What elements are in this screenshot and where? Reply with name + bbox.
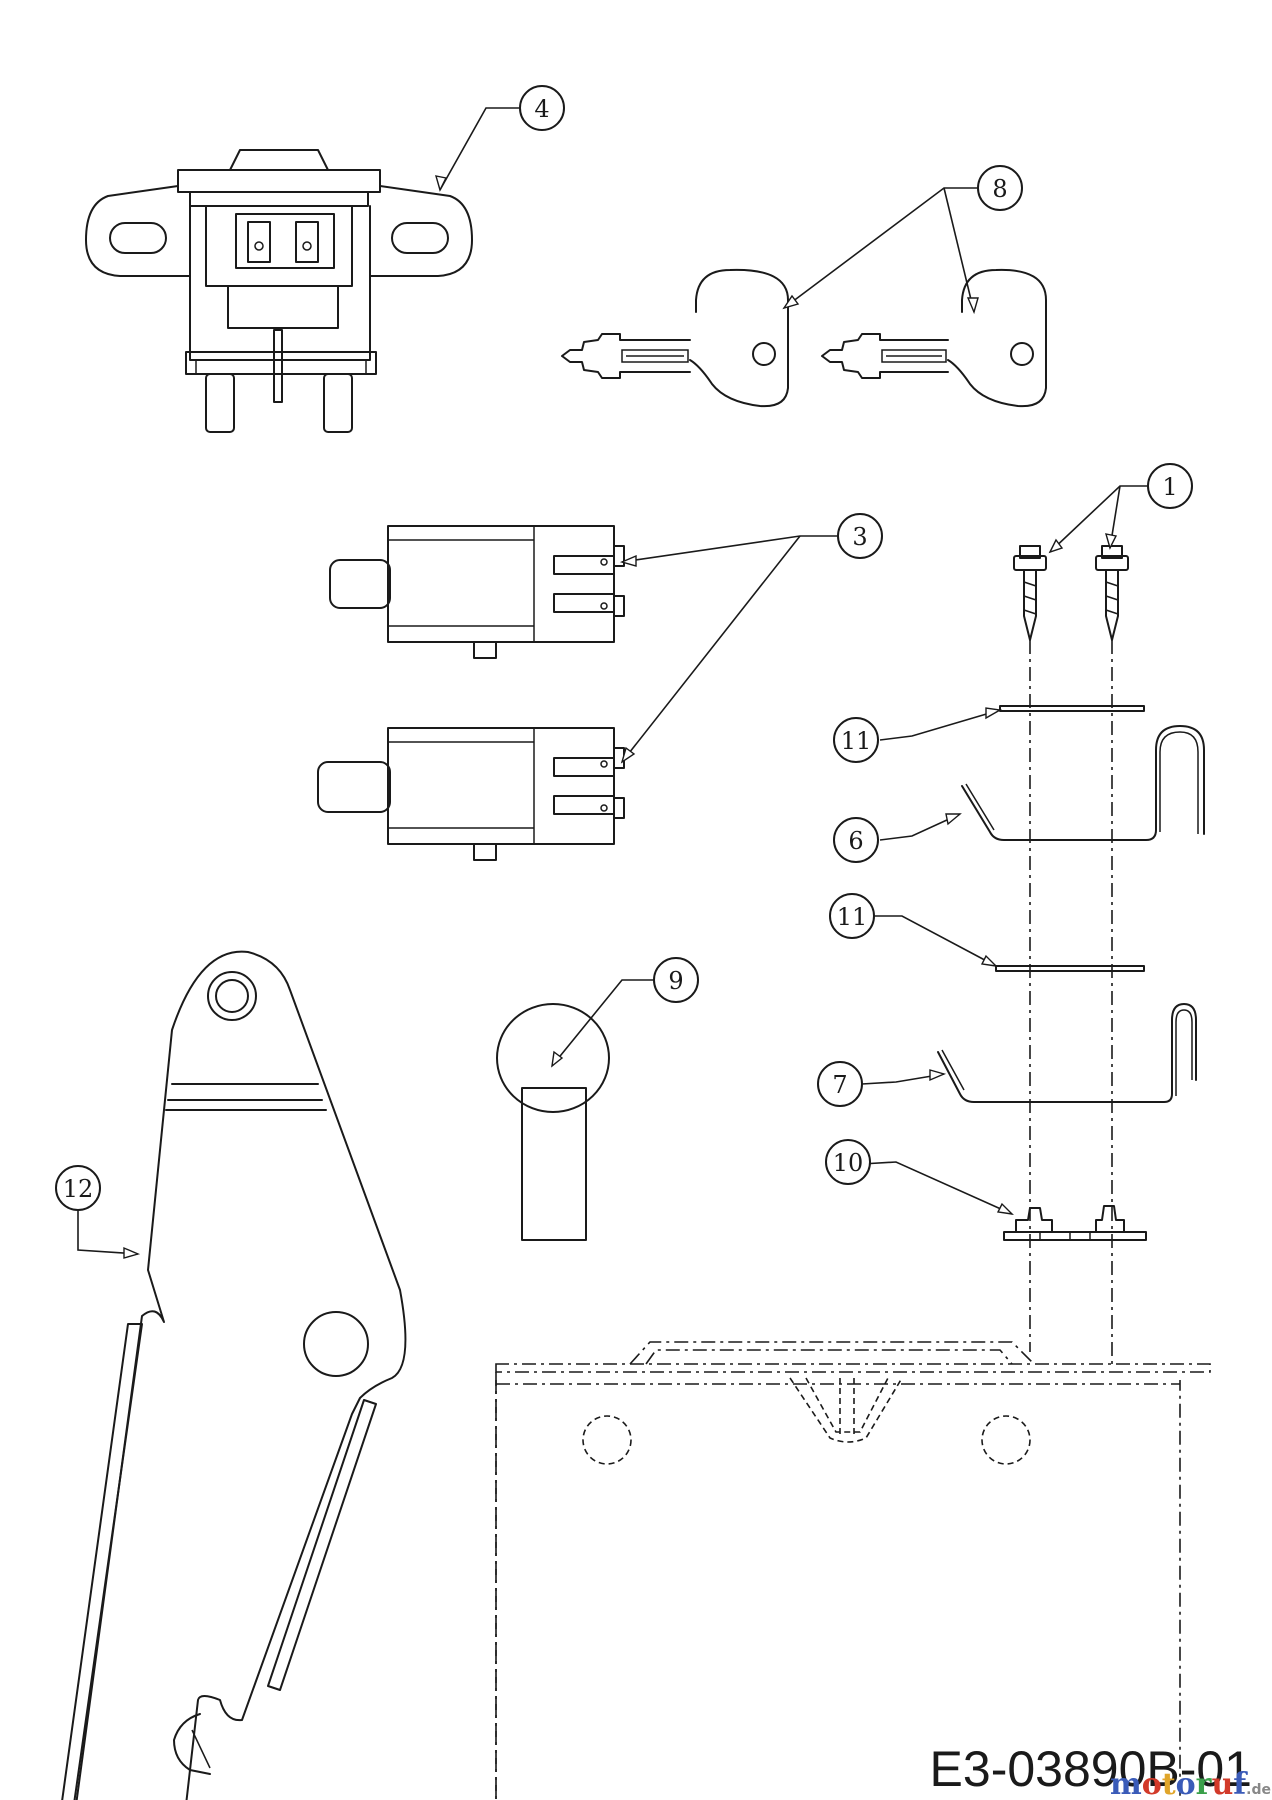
plunger-switch-lower xyxy=(317,727,625,861)
washer-upper xyxy=(999,705,1145,712)
callout-3-label: 3 xyxy=(852,523,867,551)
callout-4: 4 xyxy=(519,85,565,131)
callout-1-label: 1 xyxy=(1162,473,1177,501)
callout-11-lower-label: 11 xyxy=(837,903,868,931)
callout-11-lower: 11 xyxy=(829,893,875,939)
callout-12: 12 xyxy=(55,1165,101,1211)
callout-6: 6 xyxy=(833,817,879,863)
callout-8-label: 8 xyxy=(992,175,1007,203)
spring-bracket-lower xyxy=(937,1003,1197,1103)
dashboard-panel xyxy=(495,1341,1211,1800)
callout-8: 8 xyxy=(977,165,1023,211)
screw-left xyxy=(1013,545,1047,641)
key-right xyxy=(821,268,1047,408)
callout-7-label: 7 xyxy=(832,1071,847,1099)
callout-1: 1 xyxy=(1147,463,1193,509)
callout-11-upper-label: 11 xyxy=(841,727,872,755)
knob-part xyxy=(496,1003,610,1241)
callout-3: 3 xyxy=(837,513,883,559)
watermark-logo: motoruf.de xyxy=(1110,1767,1271,1800)
drawing-code: E3-03890B-01 xyxy=(930,1741,1252,1797)
clip-plate-part xyxy=(1003,1205,1147,1241)
callout-6-label: 6 xyxy=(848,827,863,855)
ignition-keys-part xyxy=(561,268,1047,408)
callout-11-upper: 11 xyxy=(833,717,879,763)
plunger-switch-upper xyxy=(329,525,625,659)
callout-10: 10 xyxy=(825,1139,871,1185)
callout-9-label: 9 xyxy=(668,967,683,995)
lever-part xyxy=(61,950,407,1800)
key-left xyxy=(561,268,789,408)
watermark-suffix: .de xyxy=(1246,1782,1271,1798)
watermark-text: motoruf.de xyxy=(1110,1767,1271,1800)
callout-4-label: 4 xyxy=(534,95,549,123)
callout-10-label: 10 xyxy=(833,1149,864,1177)
washer-lower xyxy=(995,965,1145,972)
ignition-switch-part xyxy=(85,149,473,433)
callout-12-label: 12 xyxy=(63,1175,94,1203)
callout-9: 9 xyxy=(653,957,699,1003)
screw-pair-part xyxy=(1013,545,1129,641)
spring-bracket-upper xyxy=(961,725,1205,841)
callout-7: 7 xyxy=(817,1061,863,1107)
assembly-centerlines xyxy=(1029,640,1113,1366)
leader-lines xyxy=(77,107,1150,1259)
screw-right xyxy=(1095,545,1129,641)
